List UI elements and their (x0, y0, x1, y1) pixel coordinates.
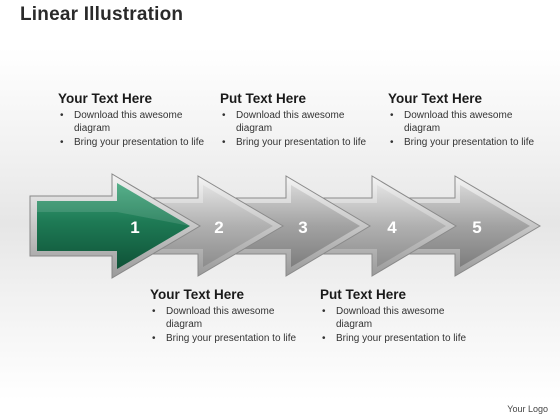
bullet-item: • Bring your presentation to life (320, 332, 470, 345)
arrow-1: 1 (29, 173, 201, 279)
bullet-icon: • (390, 137, 394, 148)
bullet-item: • Bring your presentation to life (220, 136, 370, 149)
arrow-number-4: 4 (387, 218, 397, 237)
bullet-icon: • (60, 110, 64, 121)
bullet-icon: • (390, 110, 394, 121)
arrow-number-5: 5 (472, 218, 481, 237)
arrow-diagram: 5 4 3 2 1 (29, 173, 541, 279)
bullet-text: Bring your presentation to life (236, 137, 367, 148)
arrow-number-3: 3 (298, 218, 307, 237)
arrow-number-2: 2 (214, 218, 223, 237)
bullet-text: Download this awesome diagram (166, 306, 275, 330)
bullet-icon: • (322, 333, 326, 344)
text-block-heading: Your Text Here (388, 91, 483, 106)
bullet-icon: • (152, 333, 156, 344)
bullet-text: Bring your presentation to life (336, 333, 467, 344)
text-block-2: Put Text Here • Download this awesome dia… (220, 91, 370, 150)
bullet-text: Bring your presentation to life (74, 137, 205, 148)
bullet-item: • Download this awesome diagram (320, 305, 470, 331)
bullet-item: • Bring your presentation to life (388, 136, 538, 149)
bullet-item: • Download this awesome diagram (58, 109, 208, 135)
text-block-heading: Your Text Here (58, 91, 153, 106)
arrow-5: 5 (398, 175, 541, 277)
bullet-icon: • (60, 137, 64, 148)
bullet-item: • Bring your presentation to life (58, 136, 208, 149)
bullet-text: Download this awesome diagram (74, 110, 183, 134)
bullet-text: Download this awesome diagram (404, 110, 513, 134)
bullet-icon: • (222, 110, 226, 121)
text-block-3: Your Text Here • Download this awesome di… (388, 91, 538, 150)
bullet-text: Download this awesome diagram (236, 110, 345, 134)
bullet-text: Bring your presentation to life (166, 333, 297, 344)
arrow-number-1: 1 (130, 218, 139, 237)
logo-text: Your Logo (507, 404, 548, 414)
bullet-text: Bring your presentation to life (404, 137, 535, 148)
bullet-item: • Bring your presentation to life (150, 332, 300, 345)
bullet-icon: • (322, 306, 326, 317)
text-block-5: Put Text Here • Download this awesome dia… (320, 287, 470, 346)
bullet-icon: • (222, 137, 226, 148)
bullet-text: Download this awesome diagram (336, 306, 445, 330)
bullet-icon: • (152, 306, 156, 317)
slide-title: Linear Illustration (20, 4, 184, 25)
text-block-heading: Your Text Here (150, 287, 245, 302)
text-block-heading: Put Text Here (220, 91, 307, 106)
bullet-item: • Download this awesome diagram (150, 305, 300, 331)
text-block-heading: Put Text Here (320, 287, 407, 302)
bullet-item: • Download this awesome diagram (388, 109, 538, 135)
bullet-item: • Download this awesome diagram (220, 109, 370, 135)
text-block-4: Your Text Here • Download this awesome di… (150, 287, 300, 346)
text-block-1: Your Text Here • Download this awesome di… (58, 91, 208, 150)
